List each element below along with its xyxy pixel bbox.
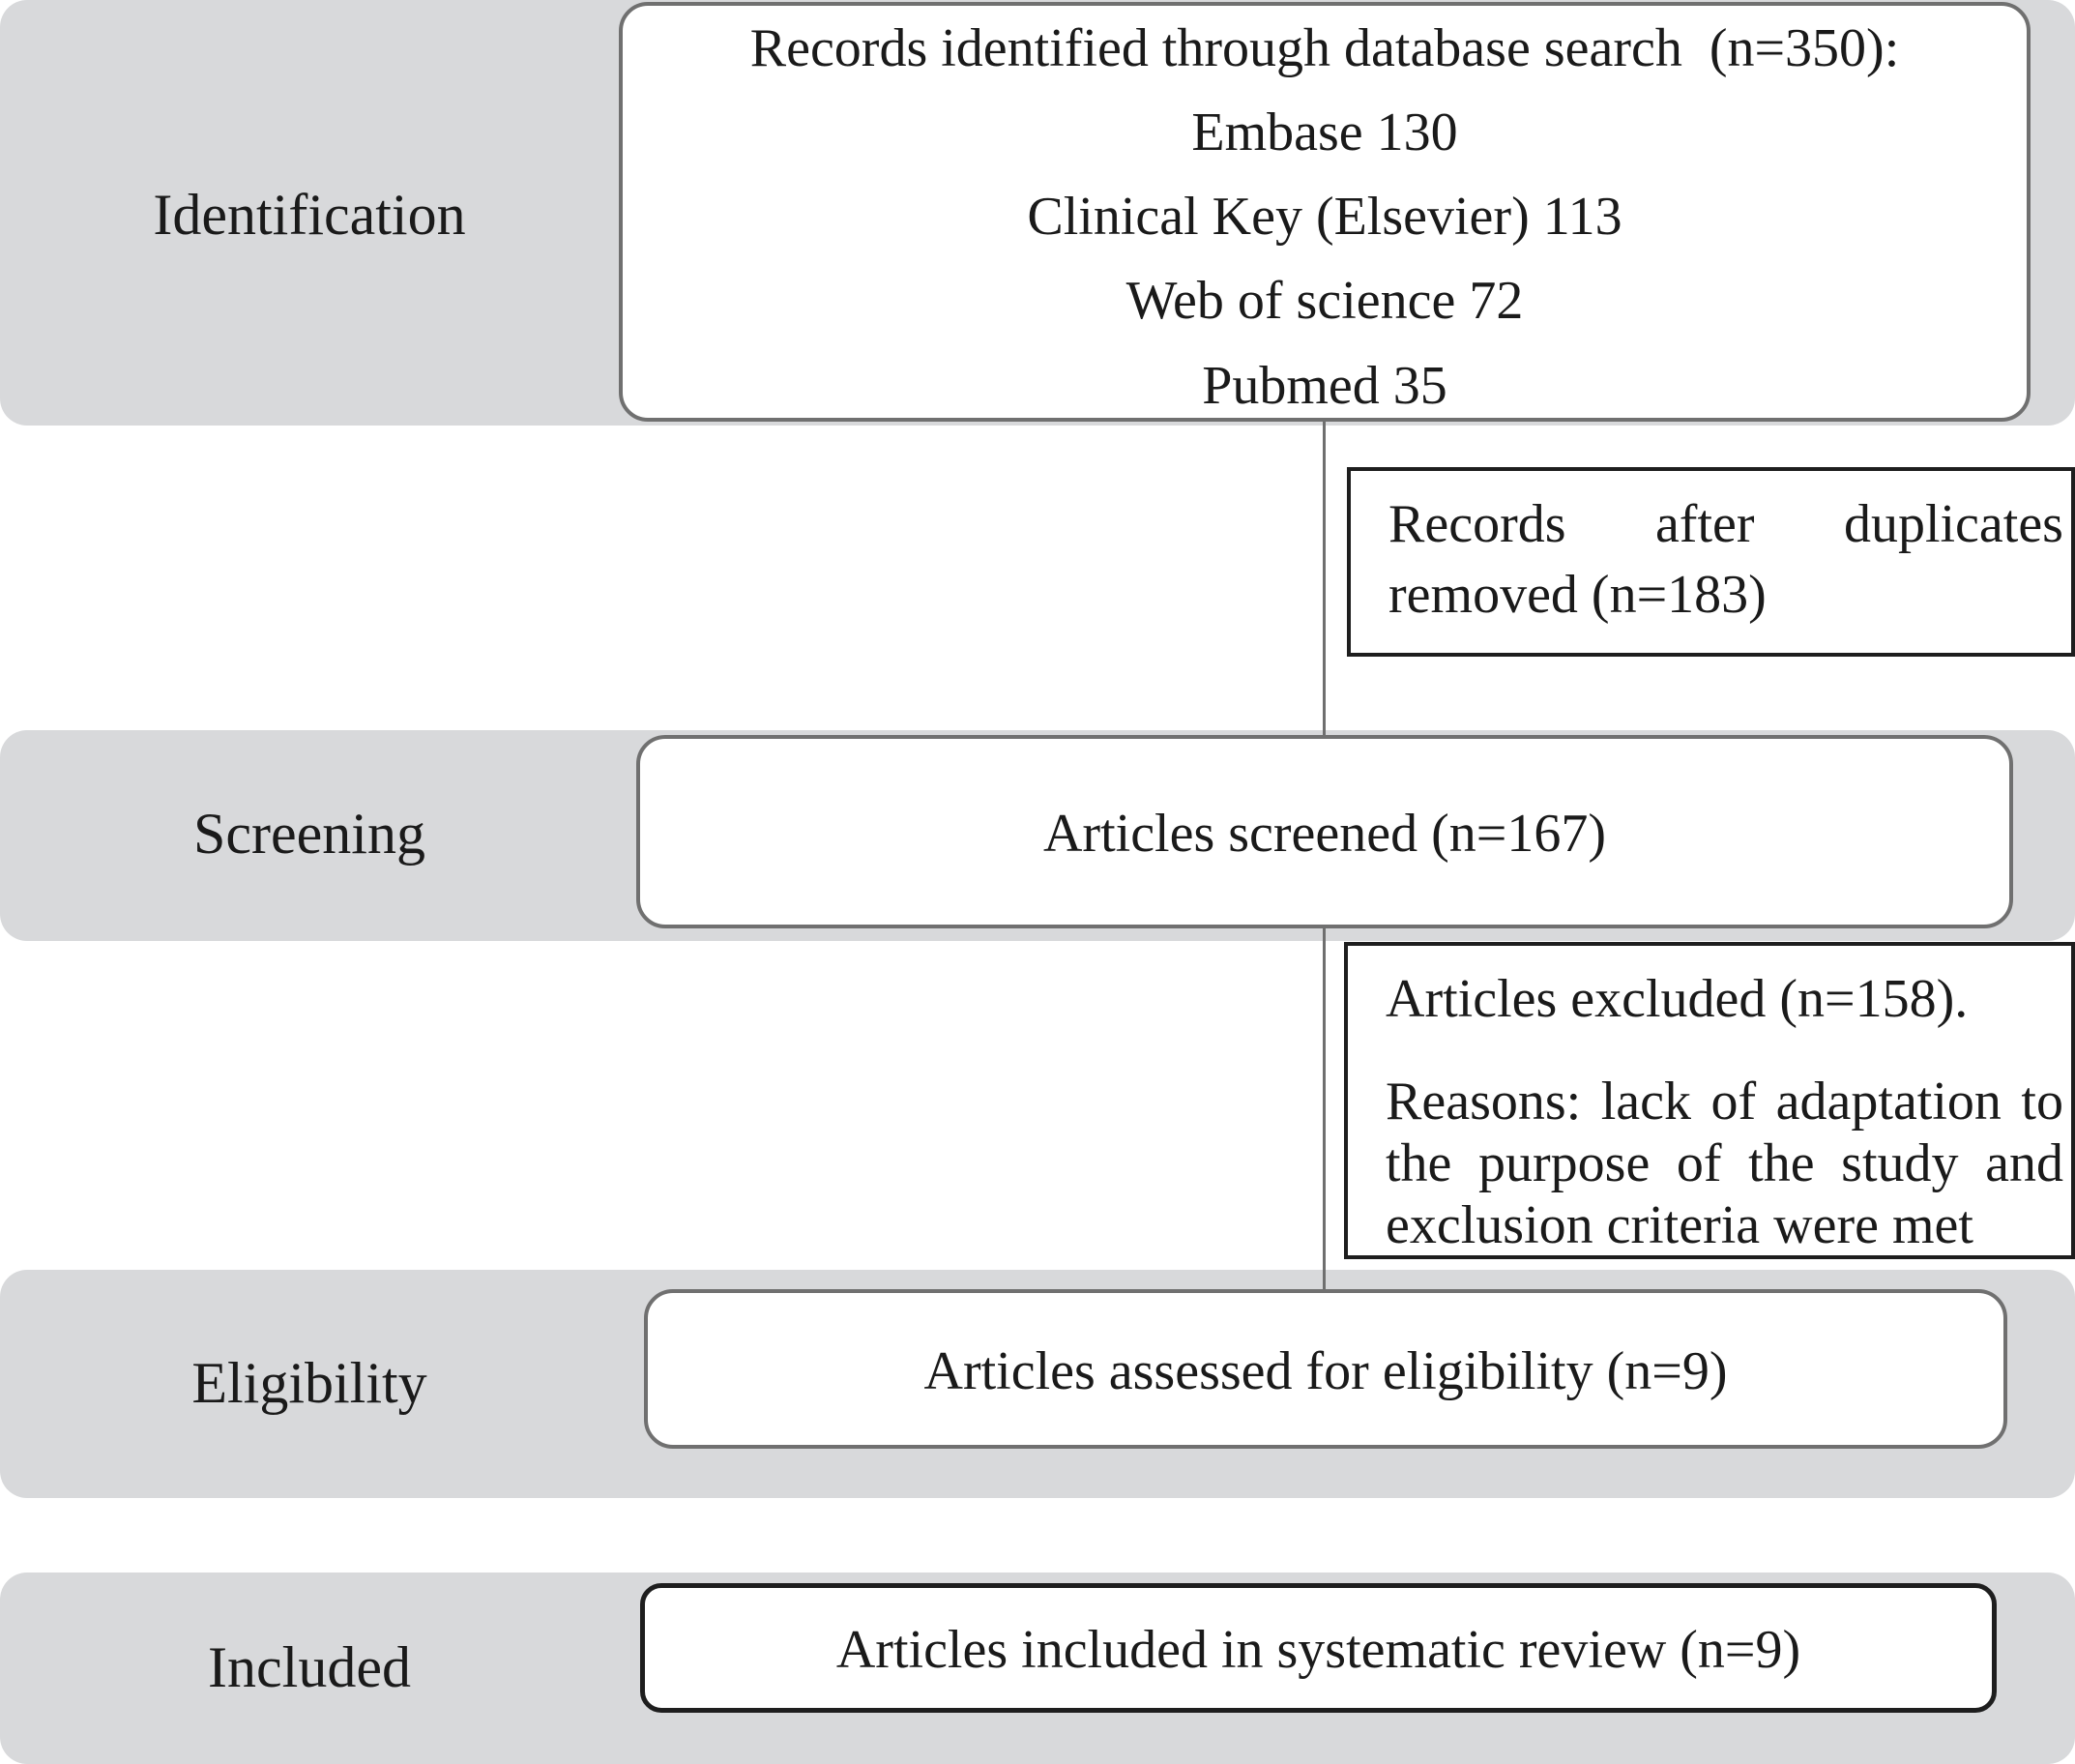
excluded-reason-line-1: Reasons: lack of adaptation to [1386,1072,2063,1132]
source-clinical-key: Clinical Key (Elsevier) 113 [1027,187,1622,247]
excluded-reason-line-2: the purpose of the study and [1386,1133,2063,1193]
excluded-reason-line-3: exclusion criteria were met [1386,1195,1973,1255]
duplicates-word-3: duplicates [1843,494,2063,554]
included-text: Articles included in systematic review (… [835,1620,1801,1680]
duplicates-line-1: Records after duplicates [1388,497,2063,551]
duplicates-word-1: Records [1388,494,1566,554]
phase-label-screening: Screening [193,802,425,866]
duplicates-word-2: after [1654,494,1755,554]
connector-screening-to-eligibility [1323,926,1326,1290]
duplicates-removed-box: Records after duplicates removed (n=183) [1347,467,2075,657]
source-web-of-science: Web of science 72 [1125,271,1524,331]
identification-title: Records identified through database sear… [749,18,1900,78]
screening-text: Articles screened (n=167) [1042,804,1606,864]
excluded-box: Articles excluded (n=158). Reasons: lack… [1344,942,2075,1259]
screening-box: Articles screened (n=167) [636,735,2013,928]
eligibility-text: Articles assessed for eligibility (n=9) [923,1341,1728,1401]
duplicates-line-2: removed (n=183) [1388,565,1767,625]
included-box: Articles included in systematic review (… [640,1583,1997,1713]
excluded-title: Articles excluded (n=158). [1386,969,1969,1029]
source-pubmed: Pubmed 35 [1202,356,1447,416]
identification-box: Records identified through database sear… [619,2,2031,422]
eligibility-box: Articles assessed for eligibility (n=9) [644,1289,2007,1449]
source-embase: Embase 130 [1191,103,1458,162]
phase-label-identification: Identification [153,183,466,247]
phase-label-included: Included [208,1635,411,1699]
phase-label-eligibility: Eligibility [191,1351,427,1415]
connector-identification-to-screening [1323,420,1326,735]
